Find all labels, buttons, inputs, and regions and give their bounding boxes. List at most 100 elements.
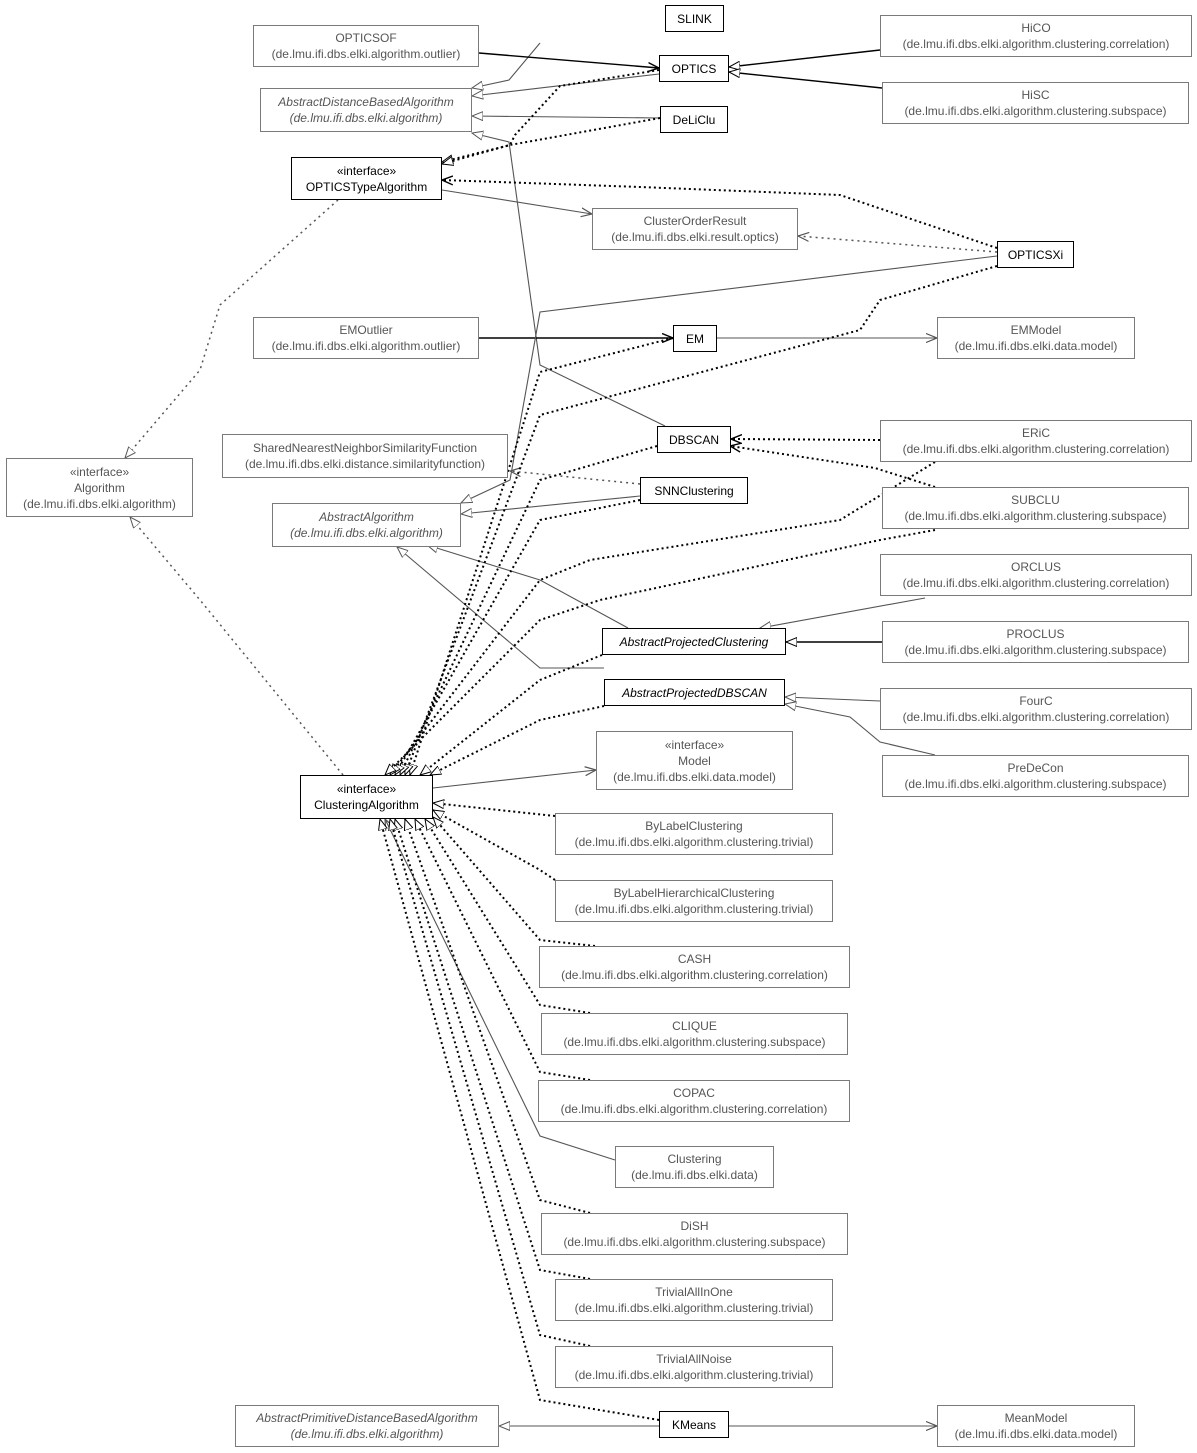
class-name: ByLabelClustering: [645, 819, 743, 833]
class-node-trivialallnoise[interactable]: TrivialAllNoise(de.lmu.ifi.dbs.elki.algo…: [555, 1346, 833, 1388]
class-name: EMOutlier: [339, 323, 393, 337]
package-label: (de.lmu.ifi.dbs.elki.algorithm.clusterin…: [560, 1102, 828, 1116]
class-node-subclu[interactable]: SUBCLU(de.lmu.ifi.dbs.elki.algorithm.clu…: [882, 487, 1189, 529]
package-label: (de.lmu.ifi.dbs.elki.algorithm): [290, 1427, 444, 1441]
edge-real-43: [395, 819, 591, 1280]
class-node-fourc[interactable]: FourC(de.lmu.ifi.dbs.elki.algorithm.clus…: [880, 688, 1192, 730]
package-label: (de.lmu.ifi.dbs.elki.algorithm.clusterin…: [902, 37, 1170, 51]
class-node-clustering[interactable]: Clustering (de.lmu.ifi.dbs.elki.data): [615, 1146, 774, 1188]
package-label: (de.lmu.ifi.dbs.elki.algorithm.clusterin…: [561, 968, 828, 982]
edge-real-36: [433, 803, 556, 817]
class-name: TrivialAllInOne: [655, 1285, 733, 1299]
class-node-clusterorder[interactable]: ClusterOrderResult(de.lmu.ifi.dbs.elki.r…: [592, 208, 798, 250]
edge-real-8: [442, 117, 661, 164]
package-label: (de.lmu.ifi.dbs.elki.data.model): [954, 339, 1118, 353]
package-label: (de.lmu.ifi.dbs.elki.algorithm): [289, 111, 443, 125]
class-name: CASH: [677, 952, 712, 966]
edge-real-34: [420, 654, 603, 775]
class-name: Clustering: [667, 1152, 722, 1166]
class-node-opticsof[interactable]: OPTICSOF(de.lmu.ifi.dbs.elki.algorithm.o…: [253, 25, 479, 67]
class-node-abstractalgo[interactable]: AbstractAlgorithm(de.lmu.ifi.dbs.elki.al…: [272, 503, 461, 547]
class-node-eric[interactable]: ERiC (de.lmu.ifi.dbs.elki.algorithm.clust…: [880, 420, 1192, 462]
package-label: (de.lmu.ifi.dbs.elki.algorithm.outlier): [271, 47, 461, 61]
class-name: ERiC: [1021, 426, 1050, 440]
package-label: (de.lmu.ifi.dbs.elki.algorithm): [290, 526, 443, 540]
class-node-apc[interactable]: AbstractProjectedClustering: [602, 628, 786, 655]
class-name: Model: [678, 753, 711, 768]
class-name: PROCLUS: [1006, 627, 1065, 641]
package-label: (de.lmu.ifi.dbs.elki.algorithm.clusterin…: [904, 104, 1167, 118]
class-node-clusteringalgo[interactable]: «interface»ClusteringAlgorithm: [300, 775, 433, 819]
class-node-cash[interactable]: CASH (de.lmu.ifi.dbs.elki.algorithm.clust…: [539, 946, 850, 988]
class-name: HiCO: [1021, 21, 1051, 35]
class-node-opticsxi[interactable]: OPTICSXi: [997, 241, 1074, 268]
class-name: ORCLUS: [1010, 560, 1061, 574]
package-label: (de.lmu.ifi.dbs.elki.algorithm.clusterin…: [904, 643, 1167, 657]
class-node-emoutlier[interactable]: EMOutlier(de.lmu.ifi.dbs.elki.algorithm.…: [253, 317, 479, 359]
class-node-apdbscan[interactable]: AbstractProjectedDBSCAN: [604, 679, 785, 706]
class-node-trivialallinone[interactable]: TrivialAllInOne (de.lmu.ifi.dbs.elki.algo…: [555, 1279, 833, 1321]
class-node-em[interactable]: EM: [673, 325, 717, 352]
class-node-dish[interactable]: DiSH(de.lmu.ifi.dbs.elki.algorithm.clust…: [541, 1213, 848, 1255]
package-label: (de.lmu.ifi.dbs.elki.algorithm.clusterin…: [574, 1301, 814, 1315]
class-name: AbstractPrimitiveDistanceBasedAlgorithm: [256, 1411, 478, 1425]
class-node-snnsim[interactable]: SharedNearestNeighborSimilarityFunction(…: [222, 434, 508, 478]
class-node-orclus[interactable]: ORCLUS(de.lmu.ifi.dbs.elki.algorithm.clu…: [880, 554, 1192, 596]
edge-real-31: [394, 499, 641, 775]
edge-gen-5: [472, 116, 661, 118]
edge-real-35: [430, 705, 605, 776]
stereotype-label: «interface»: [69, 464, 130, 479]
package-label: (de.lmu.ifi.dbs.elki.result.optics): [611, 230, 779, 244]
class-node-clique[interactable]: CLIQUE(de.lmu.ifi.dbs.elki.algorithm.clu…: [541, 1013, 848, 1055]
edge-real-30: [399, 445, 658, 775]
package-label: (de.lmu.ifi.dbs.elki.data.model): [613, 769, 776, 784]
edge-dep-27: [432, 770, 596, 789]
class-node-predecon[interactable]: PreDeCon(de.lmu.ifi.dbs.elki.algorithm.c…: [882, 755, 1189, 797]
class-node-adba[interactable]: AbstractDistanceBasedAlgorithm(de.lmu.if…: [260, 88, 472, 132]
class-node-emmodel[interactable]: EMModel (de.lmu.ifi.dbs.elki.data.model): [937, 317, 1135, 359]
edge-ddep-9: [442, 180, 998, 249]
package-label: (de.lmu.ifi.dbs.elki.algorithm.clusterin…: [902, 442, 1170, 456]
class-node-slink[interactable]: SLINK: [665, 5, 724, 32]
class-name: AbstractProjectedClustering: [619, 634, 769, 649]
package-label: (de.lmu.ifi.dbs.elki.algorithm.clusterin…: [574, 835, 814, 849]
edge-real-45: [380, 819, 660, 1421]
edge-real-12: [125, 199, 339, 458]
class-node-deliclu[interactable]: DeLiClu: [660, 106, 728, 133]
package-label: (de.lmu.ifi.dbs.elki.algorithm.clusterin…: [904, 509, 1167, 523]
class-node-hisc[interactable]: HiSC(de.lmu.ifi.dbs.elki.algorithm.clust…: [882, 82, 1189, 124]
class-node-kmeans[interactable]: KMeans: [659, 1411, 729, 1438]
class-node-model[interactable]: «interface»Model(de.lmu.ifi.dbs.elki.dat…: [596, 731, 793, 790]
class-node-proclus[interactable]: PROCLUS (de.lmu.ifi.dbs.elki.algorithm.cl…: [882, 621, 1189, 663]
class-node-apdba[interactable]: AbstractPrimitiveDistanceBasedAlgorithm (…: [235, 1405, 499, 1447]
class-node-bylabel[interactable]: ByLabelClustering (de.lmu.ifi.dbs.elki.al…: [555, 813, 833, 855]
class-node-bylabelhier[interactable]: ByLabelHierarchicalClustering(de.lmu.ifi…: [555, 880, 833, 922]
edge-real-26: [130, 517, 344, 776]
edge-gen-23: [397, 547, 604, 669]
package-label: (de.lmu.ifi.dbs.elki.distance.similarity…: [244, 457, 486, 471]
class-name: OPTICS: [671, 61, 717, 76]
edge-ddep-25: [730, 446, 936, 488]
class-name: EM: [686, 331, 704, 346]
edge-ddep-24: [731, 439, 881, 440]
class-name: EMModel: [1010, 323, 1062, 337]
package-label: (de.lmu.ifi.dbs.elki.data): [631, 1168, 758, 1182]
class-node-opticstype[interactable]: «interface»OPTICSTypeAlgorithm: [291, 157, 442, 200]
class-name: SLINK: [677, 11, 712, 26]
edge-real-42: [405, 819, 591, 1214]
class-name: CLIQUE: [672, 1019, 717, 1033]
class-node-copac[interactable]: COPAC(de.lmu.ifi.dbs.elki.algorithm.clus…: [538, 1080, 850, 1122]
edge-dep-1: [478, 52, 659, 68]
edge-real-39: [424, 819, 591, 1014]
edge-ddep-17: [510, 471, 641, 485]
class-node-algorithm[interactable]: «interface»Algorithm(de.lmu.ifi.dbs.elki…: [6, 458, 193, 517]
class-node-hico[interactable]: HiCO (de.lmu.ifi.dbs.elki.algorithm.clust…: [880, 15, 1192, 57]
class-node-snnclustering[interactable]: SNNClustering: [640, 477, 748, 504]
stereotype-label: «interface»: [336, 163, 397, 178]
class-node-meanmodel[interactable]: MeanModel(de.lmu.ifi.dbs.elki.data.model…: [937, 1405, 1135, 1447]
class-node-dbscan[interactable]: DBSCAN: [657, 426, 731, 453]
edge-gen-4: [729, 72, 883, 89]
class-node-optics[interactable]: OPTICS: [659, 55, 729, 82]
